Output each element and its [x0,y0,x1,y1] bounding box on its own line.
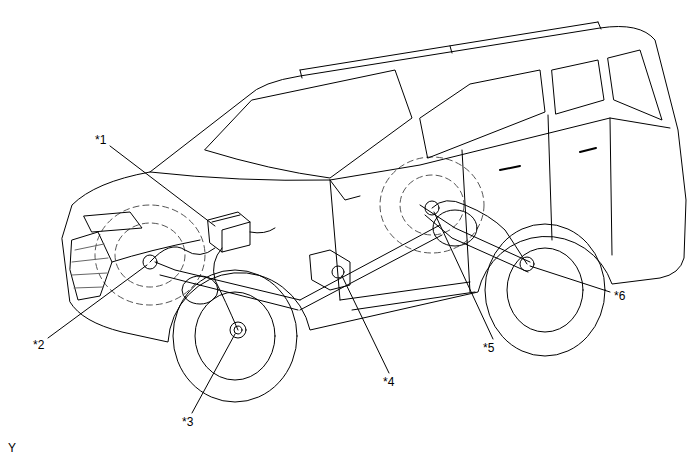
mirror [330,180,360,200]
quarter-window [608,50,662,120]
rear-door-window [552,60,604,114]
figure-code: Y [8,441,16,455]
callout-number: *5 [483,341,494,355]
rear-rim [507,248,583,332]
leader-lines [48,146,610,413]
actuator-harness [250,228,275,233]
callout-number: *3 [182,415,193,429]
rear-wheel [485,224,605,356]
headlamp [84,212,142,232]
door-handles [500,148,596,170]
abs-actuator [208,212,250,252]
callout-number: *6 [614,289,625,303]
windshield [205,70,412,178]
body-outline [62,27,686,343]
front-wheel [173,270,297,402]
belt-line [150,118,670,180]
callout-number: *1 [95,133,106,147]
front-differential [182,276,218,304]
transfer-assembly [310,250,350,290]
grille [70,232,112,300]
sensor-harness [150,247,238,330]
grille-bars [72,244,108,288]
actuator-detail [212,215,250,252]
front-axle [155,262,300,310]
callout-number: *4 [383,375,394,389]
rear-axle [420,205,530,272]
front-rim [195,292,275,380]
step-board [340,282,475,310]
front-door-window [420,70,545,158]
callout-number: *2 [33,338,44,352]
rear-harness [432,201,527,264]
propeller-shaft [300,225,442,310]
